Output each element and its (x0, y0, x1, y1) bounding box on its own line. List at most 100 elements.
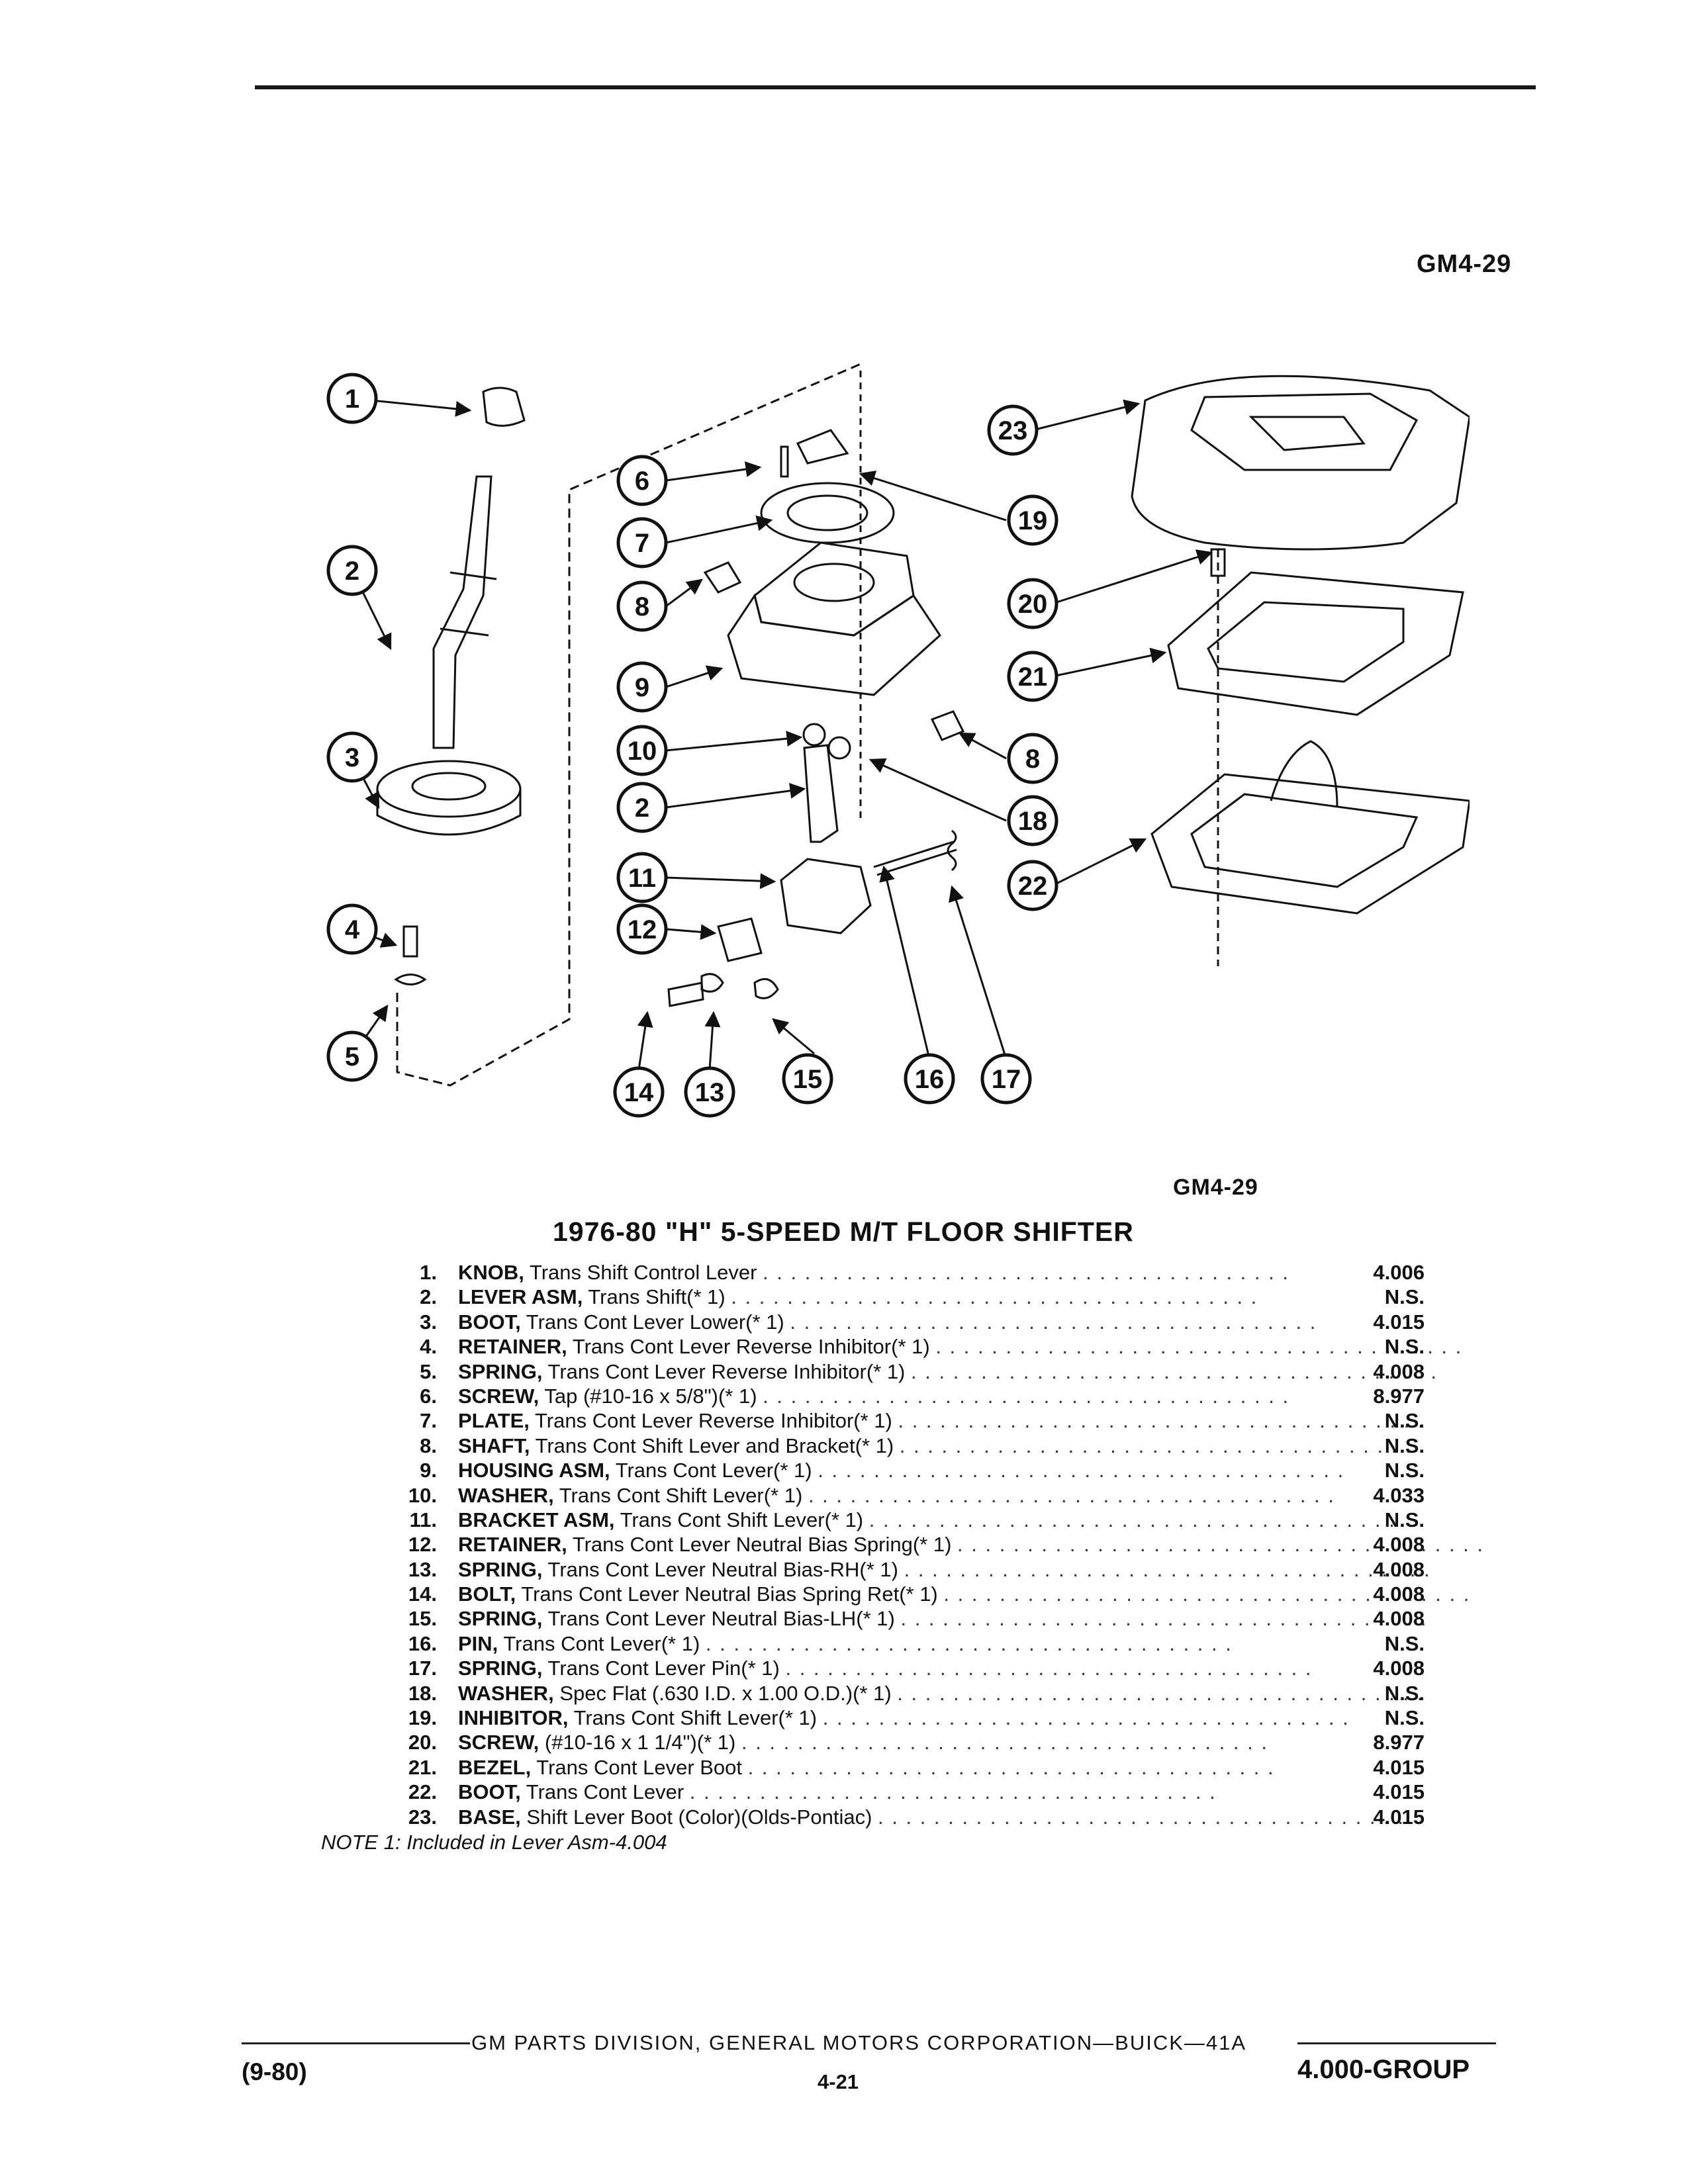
callout-label: 17 (992, 1065, 1021, 1094)
parts-list-row: 5.SPRING, Trans Cont Lever Reverse Inhib… (311, 1359, 1436, 1384)
parts-list-title: 1976-80 "H" 5-SPEED M/T FLOOR SHIFTER (553, 1216, 1134, 1247)
revision-date: (9-80) (242, 2058, 307, 2085)
part-detail: Tap (#10-16 x 5/8")(* 1) (544, 1384, 757, 1408)
part-description: SHAFT, Trans Cont Shift Lever and Bracke… (458, 1433, 1427, 1457)
callout-circle (616, 661, 668, 713)
callout-circle (980, 1053, 1032, 1105)
part-description: WASHER, Trans Cont Shift Lever(* 1) . . … (458, 1483, 1335, 1507)
part-description: BASE, Shift Lever Boot (Color)(Olds-Pont… (458, 1805, 1405, 1829)
part-reference: N.S. (1384, 1459, 1425, 1482)
part-reference: N.S. (1384, 1681, 1425, 1705)
callout-circle (616, 725, 668, 776)
callout-label: 5 (345, 1042, 359, 1071)
callout-circle (616, 580, 668, 632)
part-detail: Trans Cont Lever Boot (536, 1755, 743, 1779)
part-detail: Trans Cont Lever Reverse Inhibitor(* 1) (572, 1335, 930, 1359)
part-description: SPRING, Trans Cont Lever Neutral Bias-RH… (458, 1557, 1431, 1581)
parts-list-row: 4.RETAINER, Trans Cont Lever Reverse Inh… (311, 1334, 1461, 1359)
callout-circle (326, 731, 378, 783)
part-detail: Spec Flat (.630 I.D. x 1.00 O.D.)(* 1) (559, 1681, 892, 1705)
part-name: BOOT, (458, 1310, 521, 1334)
callout-circle (616, 517, 668, 569)
part-number: 10. (408, 1483, 437, 1507)
part-detail: Trans Cont Lever (526, 1780, 684, 1804)
callout-circle (326, 545, 378, 596)
part-reference: 4.033 (1373, 1483, 1425, 1507)
part-reference: N.S. (1384, 1706, 1425, 1730)
part-description: WASHER, Spec Flat (.630 I.D. x 1.00 O.D.… (458, 1681, 1425, 1705)
parts-list-row: 23.BASE, Shift Lever Boot (Color)(Olds-P… (311, 1805, 1425, 1829)
parts-list-row: 19.INHIBITOR, Trans Cont Shift Lever(* 1… (311, 1706, 1425, 1730)
part-name: PIN, (458, 1631, 498, 1655)
callout-circle (326, 903, 378, 955)
parts-list-row: 7.PLATE, Trans Cont Lever Reverse Inhibi… (311, 1408, 1425, 1433)
part-reference: 4.008 (1373, 1359, 1425, 1383)
part-description: SPRING, Trans Cont Lever Reverse Inhibit… (458, 1359, 1438, 1383)
part-number: 15. (408, 1607, 437, 1631)
part-description: SPRING, Trans Cont Lever Neutral Bias-LH… (458, 1607, 1428, 1631)
footer-rule-right (1297, 2042, 1496, 2044)
callout-label: 12 (628, 915, 657, 944)
part-name: PLATE, (458, 1409, 530, 1433)
part-detail: Trans Cont Lever(* 1) (503, 1631, 700, 1655)
part-reference: 8.977 (1373, 1384, 1425, 1408)
parts-list-row: 8.SHAFT, Trans Cont Shift Lever and Brac… (311, 1433, 1425, 1458)
callout-label: 4 (345, 915, 360, 944)
part-detail: Trans Cont Shift Lever and Bracket(* 1) (535, 1433, 894, 1457)
part-name: INHIBITOR, (458, 1706, 569, 1730)
figure-code-header: GM4-29 (1417, 250, 1512, 278)
part-name: KNOB, (458, 1261, 524, 1284)
figure-code: GM4-29 (1173, 1175, 1258, 1200)
parts-list-row: 18. WASHER, Spec Flat (.630 I.D. x 1.00 O… (311, 1681, 1425, 1706)
part-description: BOLT, Trans Cont Lever Neutral Bias Spri… (458, 1582, 1471, 1606)
parts-list-row: 13. SPRING, Trans Cont Lever Neutral Bias… (311, 1557, 1430, 1582)
parts-list-row: 14.BOLT, Trans Cont Lever Neutral Bias S… (311, 1582, 1469, 1606)
part-description: SPRING, Trans Cont Lever Pin(* 1) . . . … (458, 1657, 1313, 1680)
part-reference: N.S. (1384, 1433, 1425, 1457)
callout-label: 1 (345, 385, 359, 414)
callout-label: 19 (1018, 506, 1048, 535)
part-detail: Trans Cont Lever Neutral Bias Spring(* 1… (572, 1533, 952, 1557)
part-number: 18. (408, 1681, 437, 1705)
part-description: BRACKET ASM, Trans Cont Shift Lever(* 1)… (458, 1508, 1396, 1531)
part-name: WASHER, (458, 1681, 554, 1705)
callout-label: 13 (695, 1078, 725, 1107)
part-number: 7. (420, 1409, 437, 1433)
part-description: RETAINER, Trans Cont Lever Reverse Inhib… (458, 1335, 1463, 1359)
callout-label: 15 (793, 1065, 823, 1094)
part-detail: Trans Shift Control Lever (529, 1261, 757, 1284)
callout-label: 6 (635, 467, 649, 496)
part-name: SPRING, (458, 1607, 543, 1631)
callout-circle (1007, 860, 1058, 911)
page-number: 4-21 (818, 2070, 859, 2093)
callout-circle (1007, 651, 1058, 702)
part-number: 22. (408, 1780, 437, 1804)
part-detail: Shift Lever Boot (Color)(Olds-Pontiac) (526, 1805, 872, 1829)
part-name: SCREW, (458, 1731, 539, 1754)
parts-list-row: 17.SPRING, Trans Cont Lever Pin(* 1) . .… (311, 1656, 1425, 1680)
part-number: 20. (408, 1731, 437, 1754)
callout-circle (1007, 733, 1058, 784)
part-description: KNOB, Trans Shift Control Lever . . . . … (458, 1261, 1289, 1284)
callout-circle (1007, 494, 1058, 546)
part-detail: Trans Cont Lever Lower(* 1) (526, 1310, 784, 1334)
part-number: 13. (408, 1557, 437, 1581)
part-name: RETAINER, (458, 1335, 567, 1359)
group-number: 4.000-GROUP (1297, 2055, 1470, 2084)
part-description: SCREW, (#10-16 x 1 1/4")(* 1) . . . . . … (458, 1731, 1268, 1754)
part-detail: Trans Cont Lever Neutral Bias-RH(* 1) (547, 1557, 898, 1581)
part-number: 12. (408, 1533, 437, 1557)
parts-list-row: 9.HOUSING ASM, Trans Cont Lever(* 1) . .… (311, 1458, 1425, 1482)
part-name: BASE, (458, 1805, 521, 1829)
part-detail: Trans Cont Lever Neutral Bias Spring Ret… (521, 1582, 938, 1606)
parts-list-row: 20. SCREW, (#10-16 x 1 1/4")(* 1) . . . .… (311, 1730, 1425, 1754)
callout-label: 2 (345, 557, 359, 586)
callout-circle (1007, 578, 1058, 629)
part-detail: Trans Shift(* 1) (588, 1285, 726, 1309)
parts-list-row: 11.BRACKET ASM, Trans Cont Shift Lever(*… (311, 1508, 1425, 1532)
part-number: 3. (420, 1310, 437, 1334)
part-description: INHIBITOR, Trans Cont Shift Lever(* 1) .… (458, 1706, 1350, 1730)
part-reference: 4.008 (1373, 1607, 1425, 1631)
part-name: HOUSING ASM, (458, 1459, 610, 1482)
part-detail: Trans Cont Lever Pin(* 1) (547, 1657, 780, 1680)
